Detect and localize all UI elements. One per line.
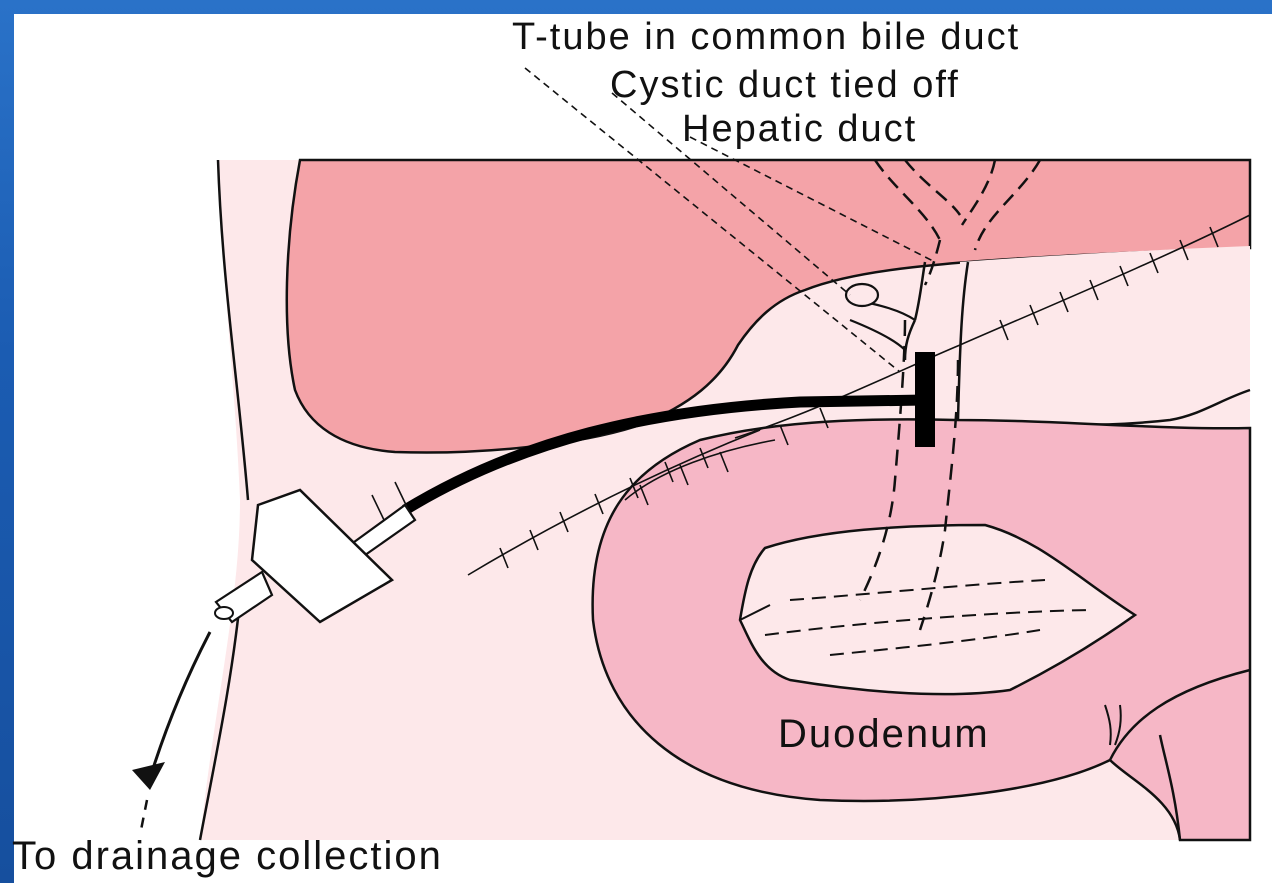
drain-outflow-end: [215, 607, 233, 619]
t-tube-crossbar: [915, 352, 935, 447]
label-drainage: To drainage collection: [12, 834, 443, 879]
drainage-arrow-head: [132, 762, 165, 790]
cystic-duct-ligature: [846, 284, 878, 306]
liver-right-region: [955, 246, 1250, 425]
label-cystic-duct: Cystic duct tied off: [610, 64, 960, 107]
drainage-dashed-continuation: [140, 800, 147, 835]
label-duodenum: Duodenum: [778, 712, 990, 757]
drainage-arrow: [150, 632, 210, 778]
label-t-tube: T-tube in common bile duct: [512, 16, 1020, 59]
label-hepatic-duct: Hepatic duct: [682, 108, 917, 151]
